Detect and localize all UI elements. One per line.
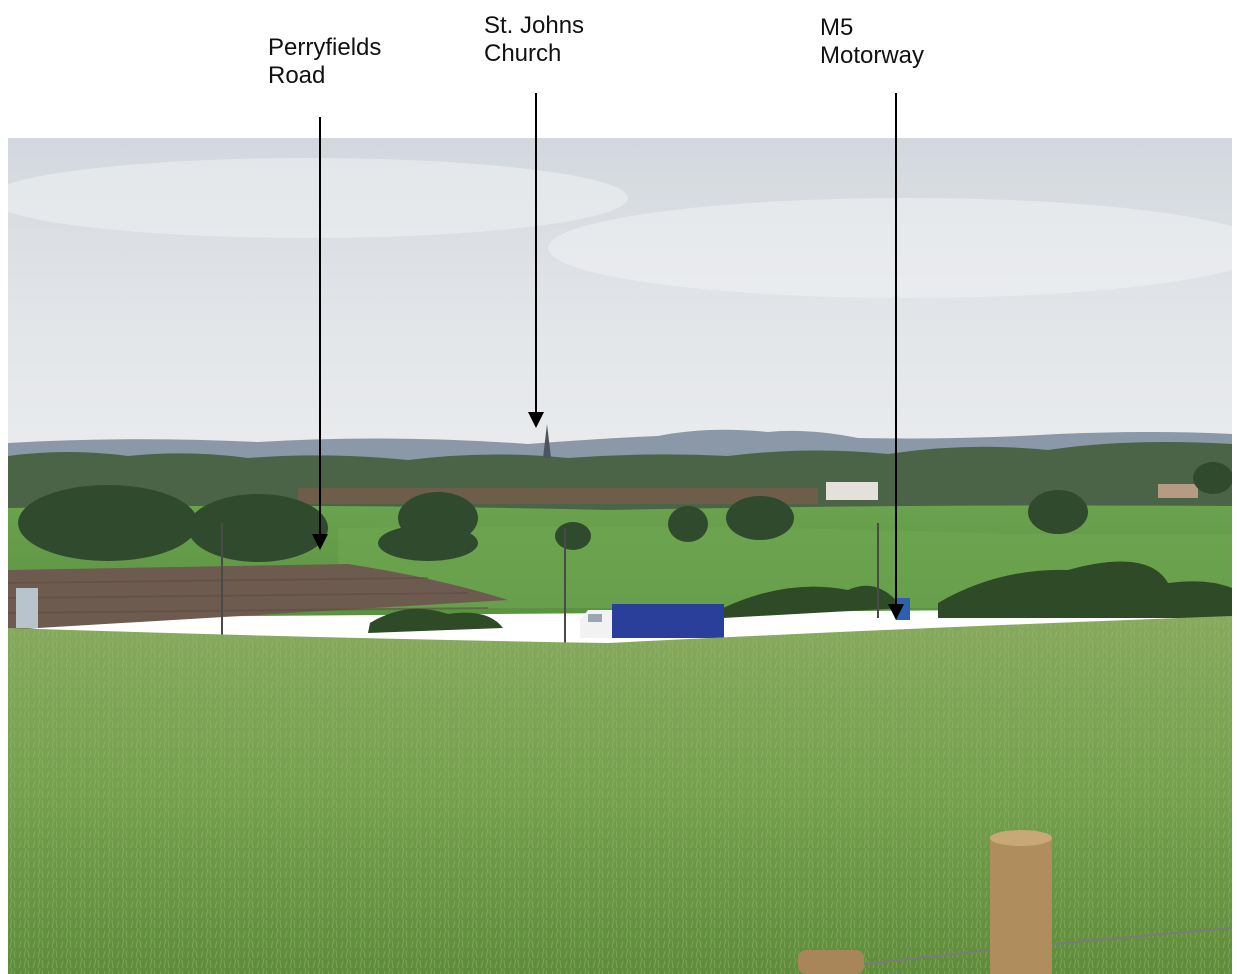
label-line: M5 (820, 14, 854, 41)
fence-post (798, 830, 1052, 974)
landscape-photo (8, 138, 1232, 974)
label-line: Perryfields (268, 34, 382, 61)
label-m5-motorway: M5 Motorway (820, 14, 924, 70)
label-line: Road (268, 62, 326, 89)
truck (580, 604, 724, 638)
hedges (368, 561, 1232, 633)
label-line: Motorway (820, 42, 925, 69)
church-spire (543, 424, 551, 458)
label-line: Church (484, 40, 562, 67)
barbed-wire (863, 927, 1232, 965)
blue-vehicle (896, 598, 910, 620)
label-st-johns-church: St. Johns Church (484, 12, 584, 68)
label-perryfields-road: Perryfields Road (268, 34, 381, 90)
tree-clumps (18, 462, 1232, 562)
roadside-cabinet (16, 588, 38, 628)
ploughed-field (8, 564, 508, 630)
label-line: St. Johns (484, 12, 585, 39)
